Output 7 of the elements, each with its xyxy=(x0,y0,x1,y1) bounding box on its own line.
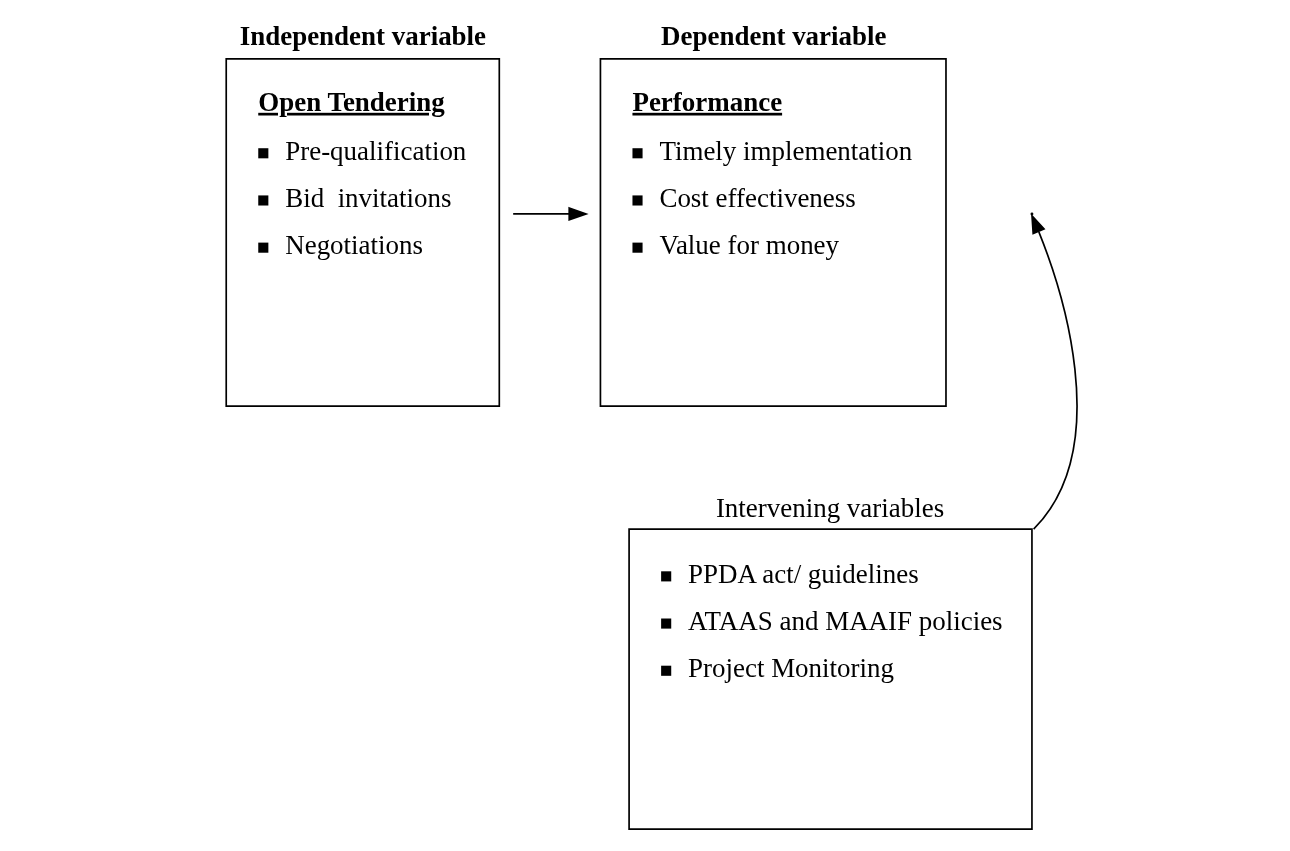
node-box: Open Tendering Pre-qualification Bid invitations Negotiations xyxy=(225,58,501,407)
node-label: Independent variable xyxy=(239,21,487,52)
arrow xyxy=(512,206,589,222)
node-box: Performance Timely implementation Cost effectiveness Value for money xyxy=(599,58,947,407)
node-label: Intervening variables xyxy=(715,493,945,524)
node-box: PPDA act/ guidelines ATAAS and MAAIF policies Project Monitoring xyxy=(628,528,1033,831)
node-label: Dependent variable xyxy=(661,21,887,52)
